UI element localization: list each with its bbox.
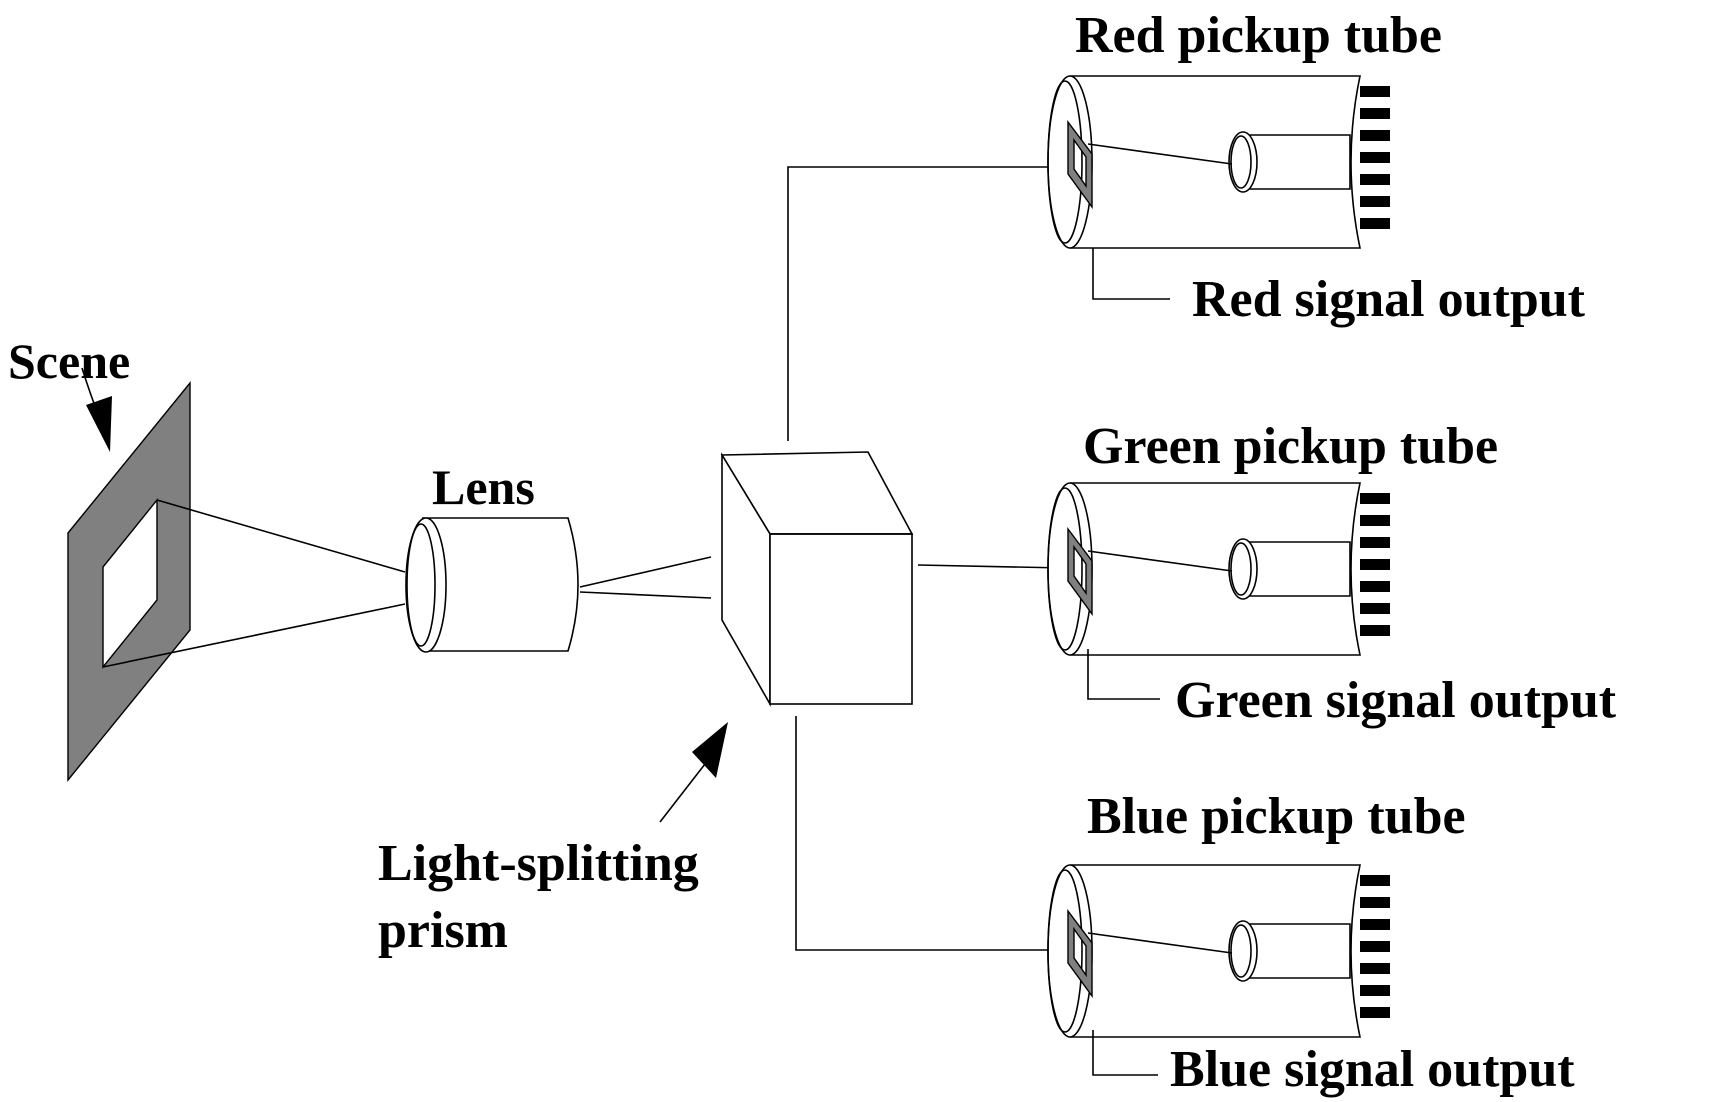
prism-label-line2: prism [378, 902, 508, 959]
red-target [1067, 119, 1093, 210]
blue-tube-label: Blue pickup tube [1087, 788, 1466, 845]
red-tube-pins [1360, 86, 1390, 229]
green-tube-label: Green pickup tube [1083, 418, 1498, 475]
blue-output-label: Blue signal output [1170, 1041, 1575, 1098]
prism-label-line1: Light-splitting [378, 835, 699, 892]
light-splitting-prism [720, 451, 914, 708]
blue-target [1067, 908, 1093, 999]
lens [405, 517, 712, 653]
lens-label: Lens [432, 459, 535, 515]
blue-pickup-tube [1047, 864, 1390, 1038]
red-pickup-tube [1047, 75, 1390, 249]
red-tube-label: Red pickup tube [1075, 7, 1442, 64]
output-connectors [1087, 248, 1170, 1076]
red-output-label: Red signal output [1192, 271, 1586, 328]
blue-tube-pins [1360, 875, 1390, 1018]
green-target [1067, 526, 1093, 617]
green-tube-pins [1360, 493, 1390, 636]
scene [67, 381, 406, 782]
green-pickup-tube [1047, 482, 1390, 656]
pickup-tubes [1047, 75, 1390, 1038]
scene-frame [67, 381, 191, 782]
green-output-label: Green signal output [1175, 672, 1617, 729]
scene-arrow [81, 367, 112, 452]
prism-arrow [659, 722, 728, 823]
light-paths [787, 166, 1068, 951]
scene-label: Scene [8, 333, 130, 389]
